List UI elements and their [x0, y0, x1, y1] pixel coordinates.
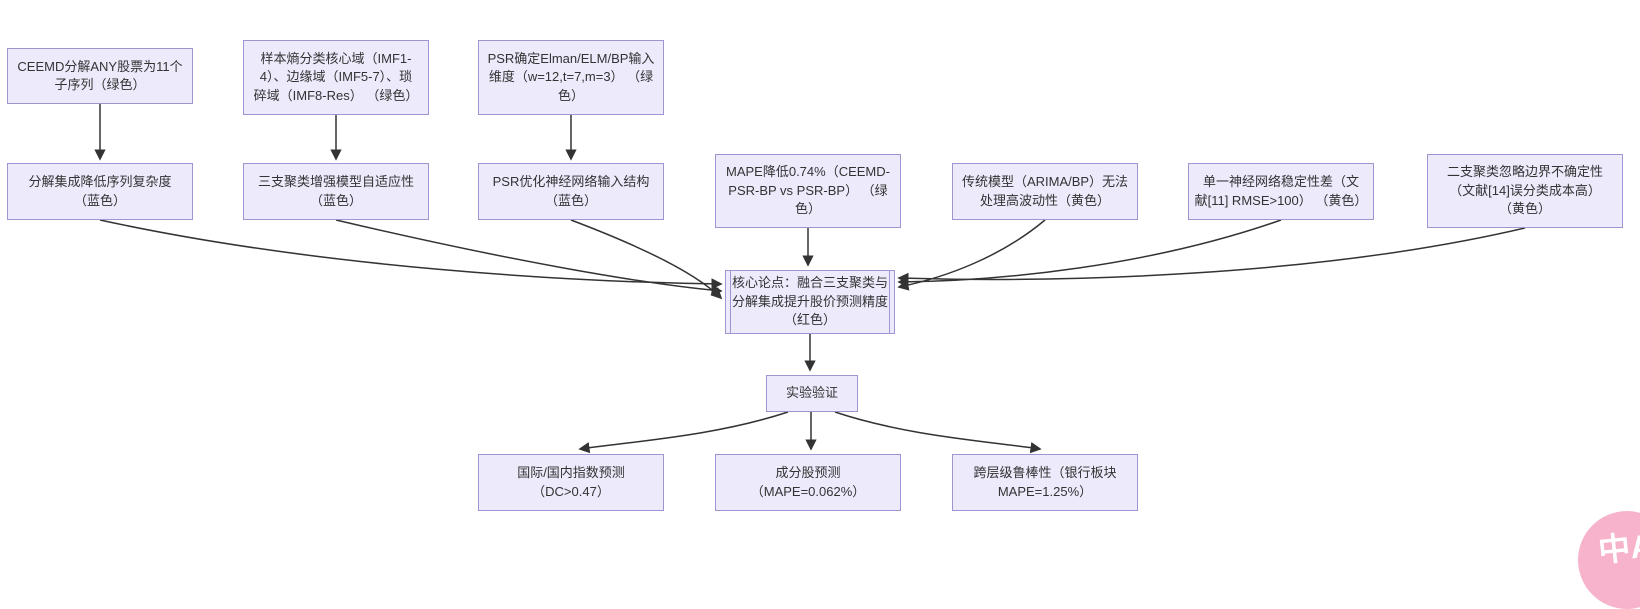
node-label: 二支聚类忽略边界不确定性 （文献[14]误分类成本高） （黄色）: [1446, 164, 1603, 217]
flowchart-canvas: CEEMD分解ANY股票为11个 子序列（绿色） 样本熵分类核心域（IMF1- …: [7, 40, 1640, 609]
node-traditional-limit: 传统模型（ARIMA/BP）无法 处理高波动性（黄色）: [952, 163, 1138, 220]
node-sample-entropy: 样本熵分类核心域（IMF1- 4）、边缘域（IMF5-7）、琐 碎域（IMF8-…: [243, 40, 429, 115]
watermark-text: 中A: [1596, 527, 1640, 569]
edge-adaptivity-to-core: [335, 219, 723, 296]
node-label: 实验验证: [785, 385, 838, 401]
edge-experiment-to-robustness: [834, 411, 1042, 454]
node-core-thesis: 核心论点：融合三支聚类与 分解集成提升股价预测精度 （红色）: [725, 270, 895, 334]
node-label: MAPE降低0.74%（CEEMD- PSR-BP vs PSR-BP） （绿 …: [726, 164, 890, 217]
node-two-way-limit: 二支聚类忽略边界不确定性 （文献[14]误分类成本高） （黄色）: [1427, 154, 1623, 228]
node-psr-structure: PSR优化神经网络输入结构 （蓝色）: [478, 163, 664, 220]
node-label: PSR确定Elman/ELM/BP输入 维度（w=12,t=7,m=3） （绿 …: [487, 50, 655, 103]
node-single-nn-instability: 单一神经网络稳定性差（文 献[11] RMSE>100） （黄色）: [1188, 163, 1374, 220]
node-robustness: 跨层级鲁棒性（银行板块 MAPE=1.25%）: [952, 454, 1138, 511]
edge-complexity-to-core: [99, 219, 723, 290]
node-label: CEEMD分解ANY股票为11个 子序列（绿色）: [17, 58, 183, 93]
node-ceemd-decompose: CEEMD分解ANY股票为11个 子序列（绿色）: [7, 48, 193, 104]
node-label: 跨层级鲁棒性（银行板块 MAPE=1.25%）: [973, 465, 1117, 499]
node-three-way-adaptivity: 三支聚类增强模型自适应性 （蓝色）: [243, 163, 429, 220]
node-label: 国际/国内指数预测 （DC>0.47）: [517, 465, 625, 499]
edge-twoway-to-core: [897, 227, 1526, 284]
node-label: 成分股预测 （MAPE=0.062%）: [750, 465, 866, 499]
node-psr-dimension: PSR确定Elman/ELM/BP输入 维度（w=12,t=7,m=3） （绿 …: [478, 40, 664, 115]
node-constituent-prediction: 成分股预测 （MAPE=0.062%）: [715, 454, 901, 511]
node-index-prediction: 国际/国内指数预测 （DC>0.47）: [478, 454, 664, 511]
node-label: 核心论点：融合三支聚类与 分解集成提升股价预测精度 （红色）: [731, 275, 888, 328]
node-label: 分解集成降低序列复杂度 （蓝色）: [28, 174, 172, 208]
node-label: PSR优化神经网络输入结构 （蓝色）: [492, 174, 650, 208]
node-mape-improvement: MAPE降低0.74%（CEEMD- PSR-BP vs PSR-BP） （绿 …: [715, 154, 901, 228]
node-experiment-validation: 实验验证: [766, 375, 858, 412]
edge-experiment-to-index: [578, 411, 789, 454]
edge-structure-to-core: [570, 219, 723, 300]
node-label: 单一神经网络稳定性差（文 献[11] RMSE>100） （黄色）: [1194, 174, 1368, 208]
node-decompose-complexity: 分解集成降低序列复杂度 （蓝色）: [7, 163, 193, 220]
edge-traditional-to-core: [897, 219, 1046, 291]
watermark-badge: 中A: [1578, 511, 1640, 609]
node-label: 样本熵分类核心域（IMF1- 4）、边缘域（IMF5-7）、琐 碎域（IMF8-…: [253, 50, 419, 103]
node-label: 传统模型（ARIMA/BP）无法 处理高波动性（黄色）: [961, 174, 1129, 208]
edge-singlenn-to-core: [897, 219, 1282, 288]
node-label: 三支聚类增强模型自适应性 （蓝色）: [257, 174, 414, 208]
